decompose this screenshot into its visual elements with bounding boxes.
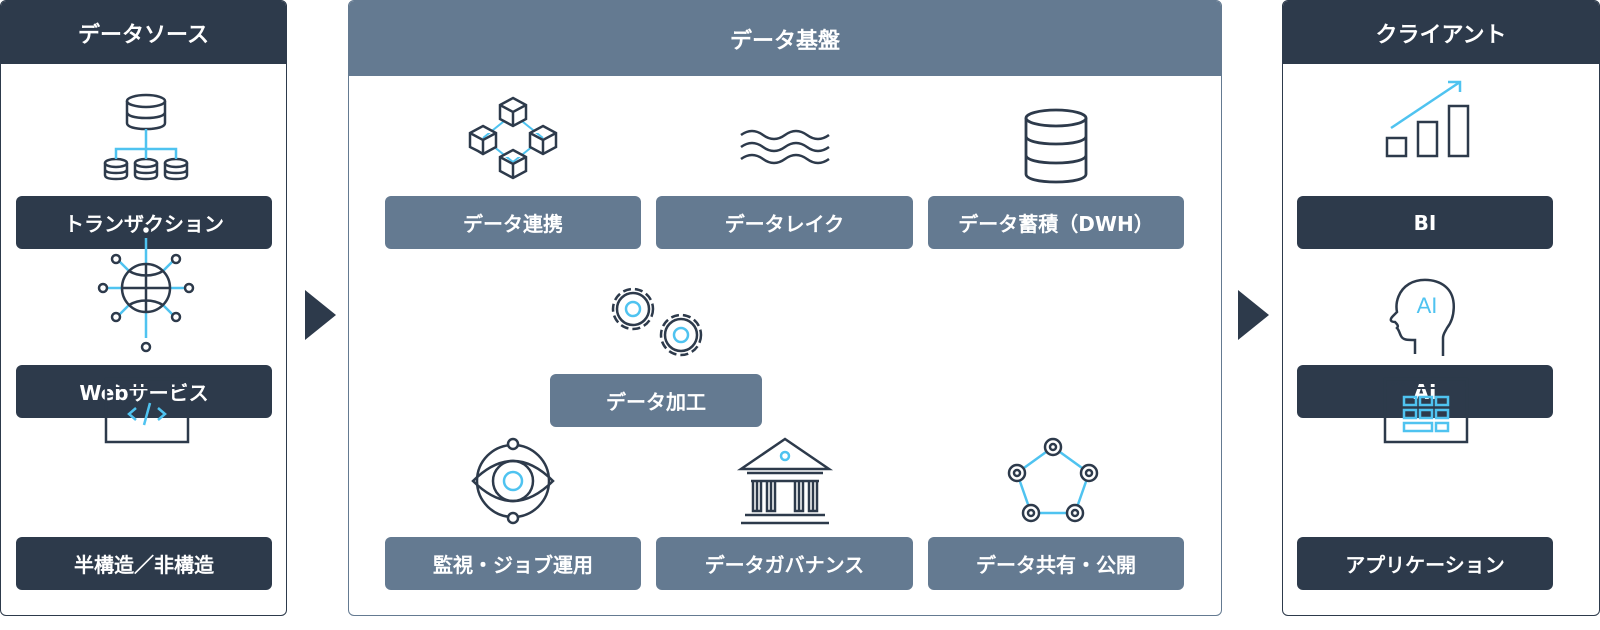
platform-data-processing: データ加工 bbox=[550, 374, 762, 427]
source-semi-unstructured: 半構造／非構造 bbox=[16, 537, 272, 590]
panel-title: データソース bbox=[1, 1, 286, 64]
ai-icon-text: AI bbox=[1417, 293, 1438, 318]
app-grid-window-icon bbox=[1383, 377, 1469, 444]
client-application: アプリケーション bbox=[1297, 537, 1553, 590]
flow-arrow-icon bbox=[1238, 290, 1269, 340]
globe-network-icon bbox=[97, 224, 195, 353]
pentagon-network-icon bbox=[1007, 437, 1099, 523]
flow-arrow-icon bbox=[305, 290, 336, 340]
bar-chart-growth-icon bbox=[1385, 80, 1470, 158]
clients-panel: クライアント BI AI AI アプリケーション bbox=[1282, 0, 1600, 616]
database-hierarchy-icon bbox=[103, 93, 189, 181]
panel-title: データ基盤 bbox=[349, 1, 1221, 76]
panel-title: クライアント bbox=[1283, 1, 1599, 64]
institution-icon bbox=[736, 437, 834, 525]
platform-data-governance: データガバナンス bbox=[656, 537, 913, 590]
client-bi: BI bbox=[1297, 196, 1553, 249]
platform-monitoring-jobs: 監視・ジョブ運用 bbox=[385, 537, 641, 590]
platform-data-sharing: データ共有・公開 bbox=[928, 537, 1184, 590]
database-icon bbox=[1024, 108, 1088, 184]
platform-data-integration: データ連携 bbox=[385, 196, 641, 249]
platform-dwh: データ蓄積（DWH） bbox=[928, 196, 1184, 249]
waves-icon bbox=[740, 129, 830, 165]
code-window-icon bbox=[104, 377, 190, 444]
data-sources-panel: データソース トランザクション Webサービス 半構造／非構造 bbox=[0, 0, 287, 616]
data-platform-panel: データ基盤 データ連携 データレイク データ蓄積（DWH） データ加工 bbox=[348, 0, 1222, 616]
gears-icon bbox=[611, 287, 703, 357]
cubes-network-icon bbox=[468, 96, 558, 180]
ai-head-icon: AI bbox=[1389, 278, 1455, 356]
source-transaction: トランザクション bbox=[16, 196, 272, 249]
platform-data-lake: データレイク bbox=[656, 196, 913, 249]
source-web-service: Webサービス bbox=[16, 365, 272, 418]
eye-orbit-icon bbox=[471, 437, 555, 525]
